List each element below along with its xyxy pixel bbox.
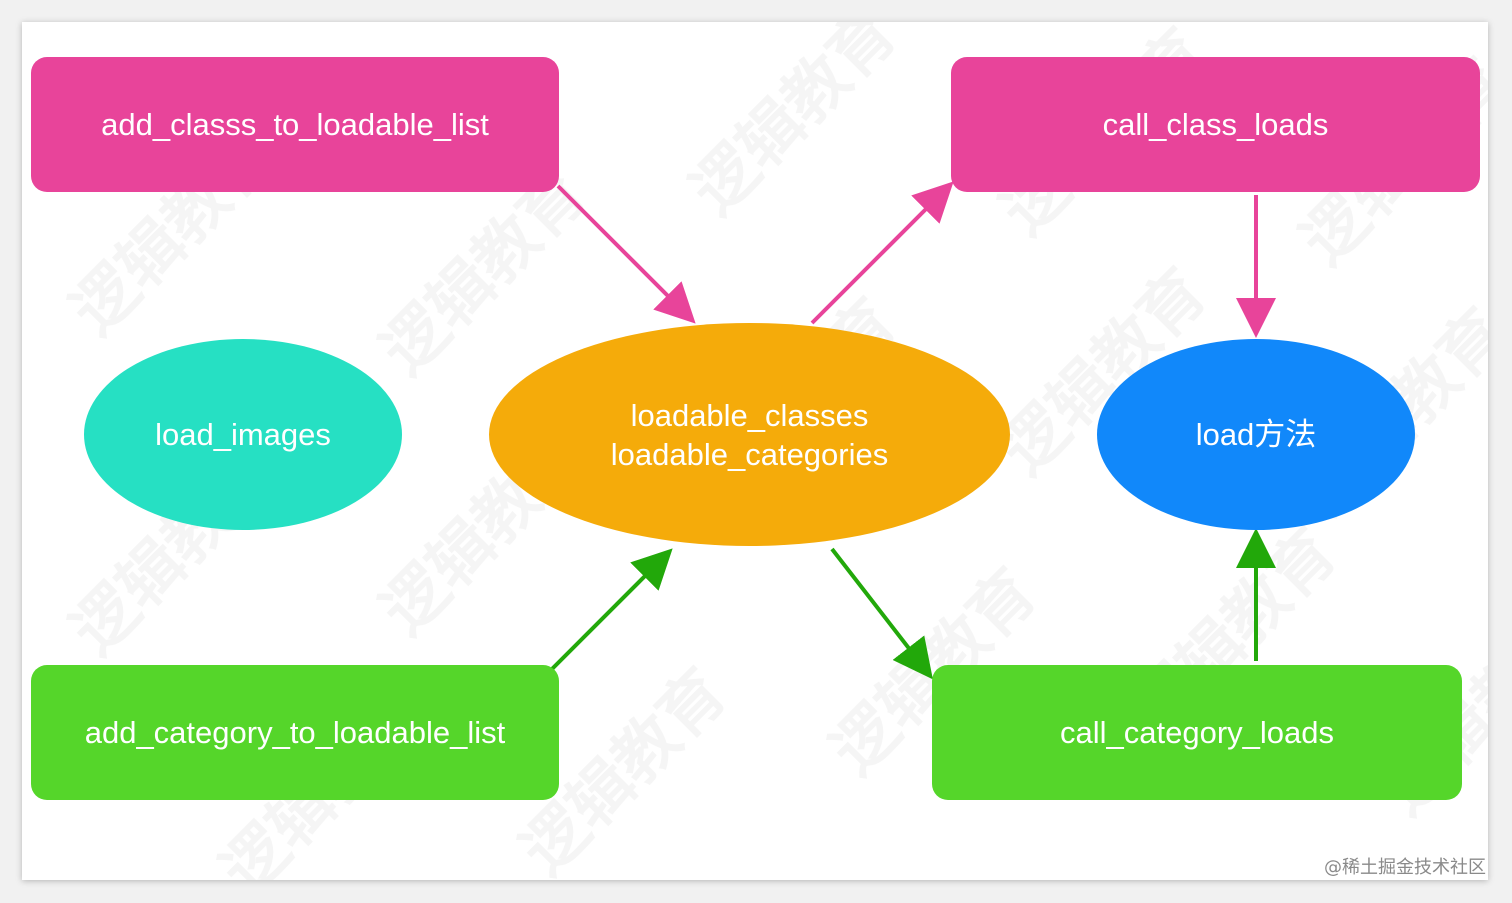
node-label-line2: loadable_categories: [610, 436, 889, 472]
node-label: add_category_to_loadable_list: [84, 715, 506, 750]
node-label: call_class_loads: [1102, 107, 1329, 142]
node-add-class-to-loadable-list: add_classs_to_loadable_list: [31, 57, 559, 192]
node-call-class-loads: call_class_loads: [951, 57, 1480, 192]
node-label: call_category_loads: [1059, 715, 1334, 750]
credit-text: @稀土掘金技术社区: [1324, 857, 1486, 878]
node-call-category-loads: call_category_loads: [932, 665, 1462, 800]
watermark-text: 逻辑教育: [667, 22, 913, 231]
node-label: load_images: [155, 417, 331, 452]
node-label-line1: loadable_classes: [630, 397, 869, 433]
node-load-method: load方法: [1097, 339, 1415, 530]
node-loadable-classes-categories: loadable_classes loadable_categories: [489, 323, 1010, 546]
node-label: add_classs_to_loadable_list: [101, 107, 489, 142]
node-label: load方法: [1195, 417, 1317, 452]
node-add-category-to-loadable-list: add_category_to_loadable_list: [31, 665, 559, 800]
node-load-images: load_images: [84, 339, 402, 530]
